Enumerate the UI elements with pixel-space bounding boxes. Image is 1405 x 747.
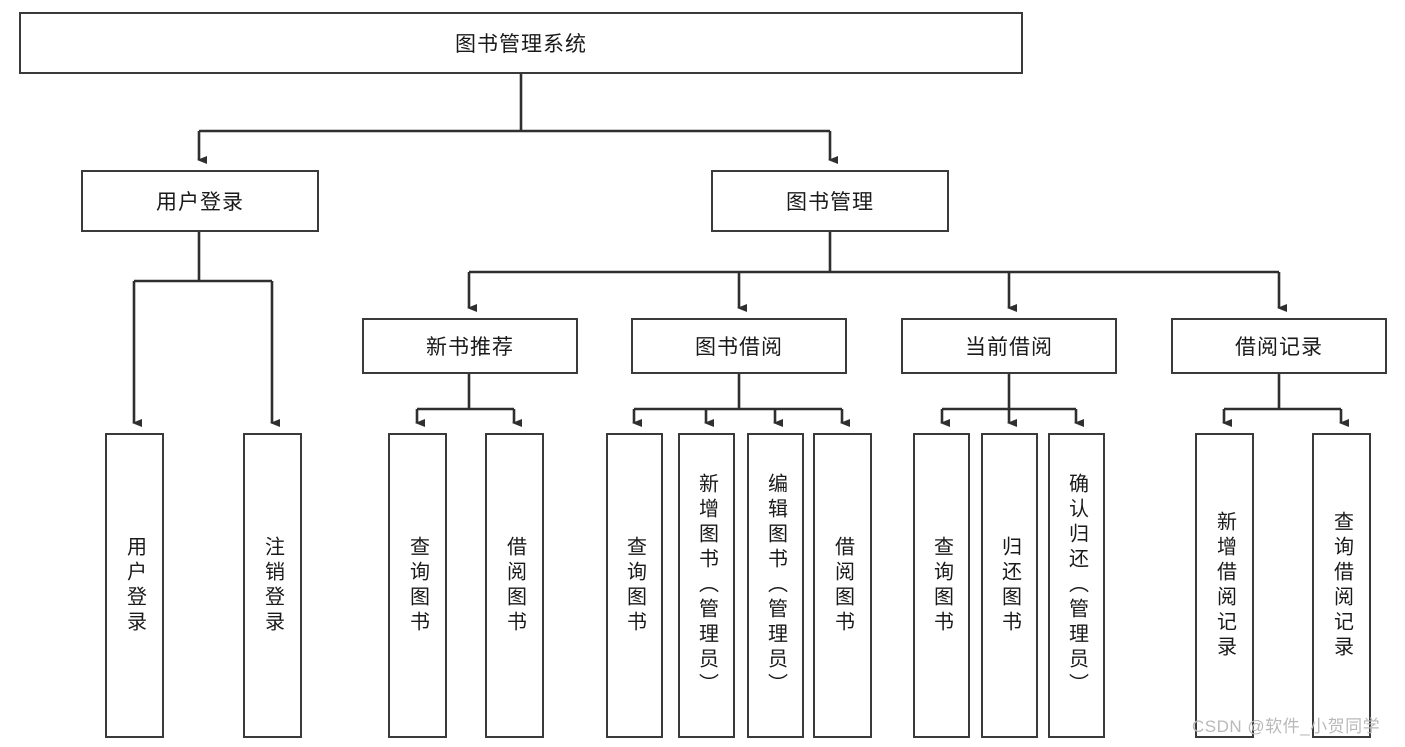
leaf-query-book-borrow-label: 查询图书 (623, 535, 646, 636)
leaf-confirm-return-admin-label: 确认归还（管理员） (1065, 473, 1088, 698)
node-book-management[interactable]: 图书管理 (711, 170, 949, 232)
leaf-borrow-book[interactable]: 借阅图书 (813, 433, 872, 738)
watermark-text: CSDN @软件_小贺同学 (1192, 717, 1381, 736)
leaf-return-book[interactable]: 归还图书 (981, 433, 1038, 738)
leaf-query-book-borrow[interactable]: 查询图书 (606, 433, 663, 738)
node-current-borrow-label: 当前借阅 (965, 336, 1053, 359)
leaf-user-login-label: 用户登录 (123, 535, 146, 636)
node-new-book-recommend[interactable]: 新书推荐 (362, 318, 578, 374)
node-borrow-record-label: 借阅记录 (1235, 336, 1323, 359)
leaf-user-login[interactable]: 用户登录 (105, 433, 164, 738)
leaf-add-borrow-record[interactable]: 新增借阅记录 (1195, 433, 1254, 738)
leaf-logout-label: 注销登录 (261, 535, 284, 636)
leaf-add-borrow-record-label: 新增借阅记录 (1213, 510, 1236, 661)
leaf-add-book-admin-label: 新增图书（管理员） (695, 473, 718, 698)
leaf-edit-book-admin-label: 编辑图书（管理员） (764, 473, 787, 698)
leaf-edit-book-admin[interactable]: 编辑图书（管理员） (747, 433, 804, 738)
node-book-borrow-label: 图书借阅 (695, 336, 783, 359)
leaf-logout[interactable]: 注销登录 (243, 433, 302, 738)
node-new-book-recommend-label: 新书推荐 (426, 336, 514, 359)
node-book-management-label: 图书管理 (786, 191, 874, 214)
leaf-borrow-book-recommend-label: 借阅图书 (503, 535, 526, 636)
leaf-borrow-book-label: 借阅图书 (831, 535, 854, 636)
leaf-return-book-label: 归还图书 (998, 535, 1021, 636)
node-root-label: 图书管理系统 (455, 33, 587, 56)
node-user-login[interactable]: 用户登录 (81, 170, 319, 232)
leaf-query-book-current[interactable]: 查询图书 (913, 433, 970, 738)
node-user-login-label: 用户登录 (156, 191, 244, 214)
leaf-query-book-current-label: 查询图书 (930, 535, 953, 636)
leaf-borrow-book-recommend[interactable]: 借阅图书 (485, 433, 544, 738)
node-root[interactable]: 图书管理系统 (19, 12, 1023, 74)
node-current-borrow[interactable]: 当前借阅 (901, 318, 1117, 374)
leaf-query-borrow-record-label: 查询借阅记录 (1330, 510, 1353, 661)
leaf-confirm-return-admin[interactable]: 确认归还（管理员） (1048, 433, 1105, 738)
leaf-query-borrow-record[interactable]: 查询借阅记录 (1312, 433, 1371, 738)
node-borrow-record[interactable]: 借阅记录 (1171, 318, 1387, 374)
leaf-query-book-recommend[interactable]: 查询图书 (388, 433, 447, 738)
node-book-borrow[interactable]: 图书借阅 (631, 318, 847, 374)
leaf-add-book-admin[interactable]: 新增图书（管理员） (678, 433, 735, 738)
leaf-query-book-recommend-label: 查询图书 (406, 535, 429, 636)
